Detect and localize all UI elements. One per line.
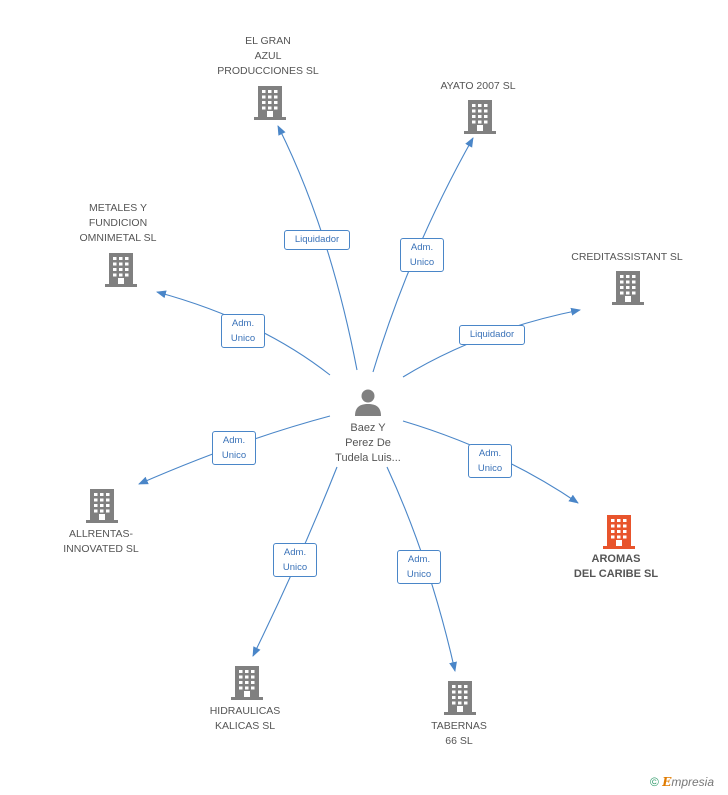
company-label[interactable]: EL GRAN AZUL PRODUCCIONES SL [217,35,319,77]
brand-logo-letter: E [662,775,672,789]
relation-label-metales[interactable]: Adm. Unico [221,314,265,348]
building-icon [444,681,476,715]
company-label[interactable]: TABERNAS 66 SL [431,720,487,747]
building-icon [231,666,263,700]
building-icon [612,271,644,305]
relation-label-hidraulicas[interactable]: Adm. Unico [273,543,317,577]
center-person-label[interactable]: Baez Y Perez De Tudela Luis... [335,422,401,464]
building-icon [105,253,137,287]
building-icon [86,489,118,523]
relation-label-aromas[interactable]: Adm. Unico [468,444,512,478]
relation-label-el-gran-azul[interactable]: Liquidador [284,230,350,250]
company-label[interactable]: ALLRENTAS- INNOVATED SL [63,528,139,555]
relation-label-creditassistant[interactable]: Liquidador [459,325,525,345]
relation-label-ayato[interactable]: Adm. Unico [400,238,444,272]
footer-brand[interactable]: © Empresia [650,775,714,789]
company-label[interactable]: AROMAS DEL CARIBE SL [573,553,659,580]
company-label[interactable]: AYATO 2007 SL [440,80,516,92]
brand-name: mpresia [671,775,715,789]
building-icon [603,515,635,549]
copyright-icon: © [650,775,659,789]
building-icon [254,86,286,120]
relation-label-allrentas[interactable]: Adm. Unico [212,431,256,465]
company-label[interactable]: HIDRAULICAS KALICAS SL [209,705,281,732]
company-label[interactable]: METALES Y FUNDICION OMNIMETAL SL [79,202,157,244]
company-label[interactable]: CREDITASSISTANT SL [571,251,683,263]
relation-label-tabernas[interactable]: Adm. Unico [397,550,441,584]
person-icon [355,389,381,416]
building-icon [464,100,496,134]
